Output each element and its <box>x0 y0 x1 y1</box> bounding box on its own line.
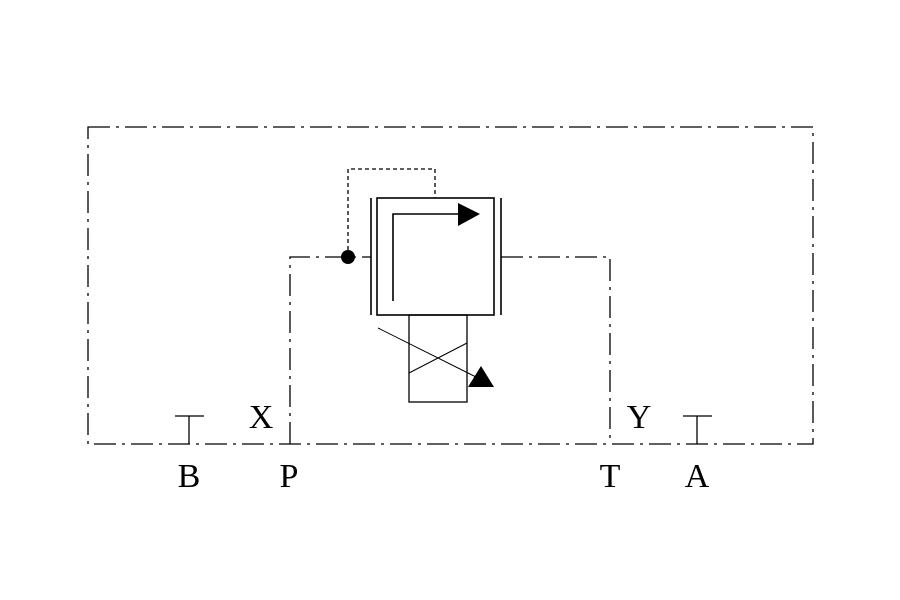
adjustment-arrowhead <box>468 366 494 387</box>
tank-line <box>501 256 611 444</box>
port-label-y: Y <box>627 399 652 436</box>
enclosure-boundary <box>87 126 814 445</box>
port-label-t: T <box>600 458 621 495</box>
pilot-line <box>347 168 436 257</box>
adjustment-arrow-line <box>377 327 479 379</box>
pressure-line <box>289 256 371 444</box>
port-label-x: X <box>249 399 274 436</box>
flow-path <box>392 213 460 301</box>
port-label-p: P <box>280 458 299 495</box>
flow-arrowhead <box>458 203 480 226</box>
junction-dot <box>341 250 355 264</box>
port-label-a: A <box>685 458 710 495</box>
spring-housing <box>408 314 468 403</box>
port-label-b: B <box>178 458 201 495</box>
spring-diagonal <box>408 342 468 374</box>
